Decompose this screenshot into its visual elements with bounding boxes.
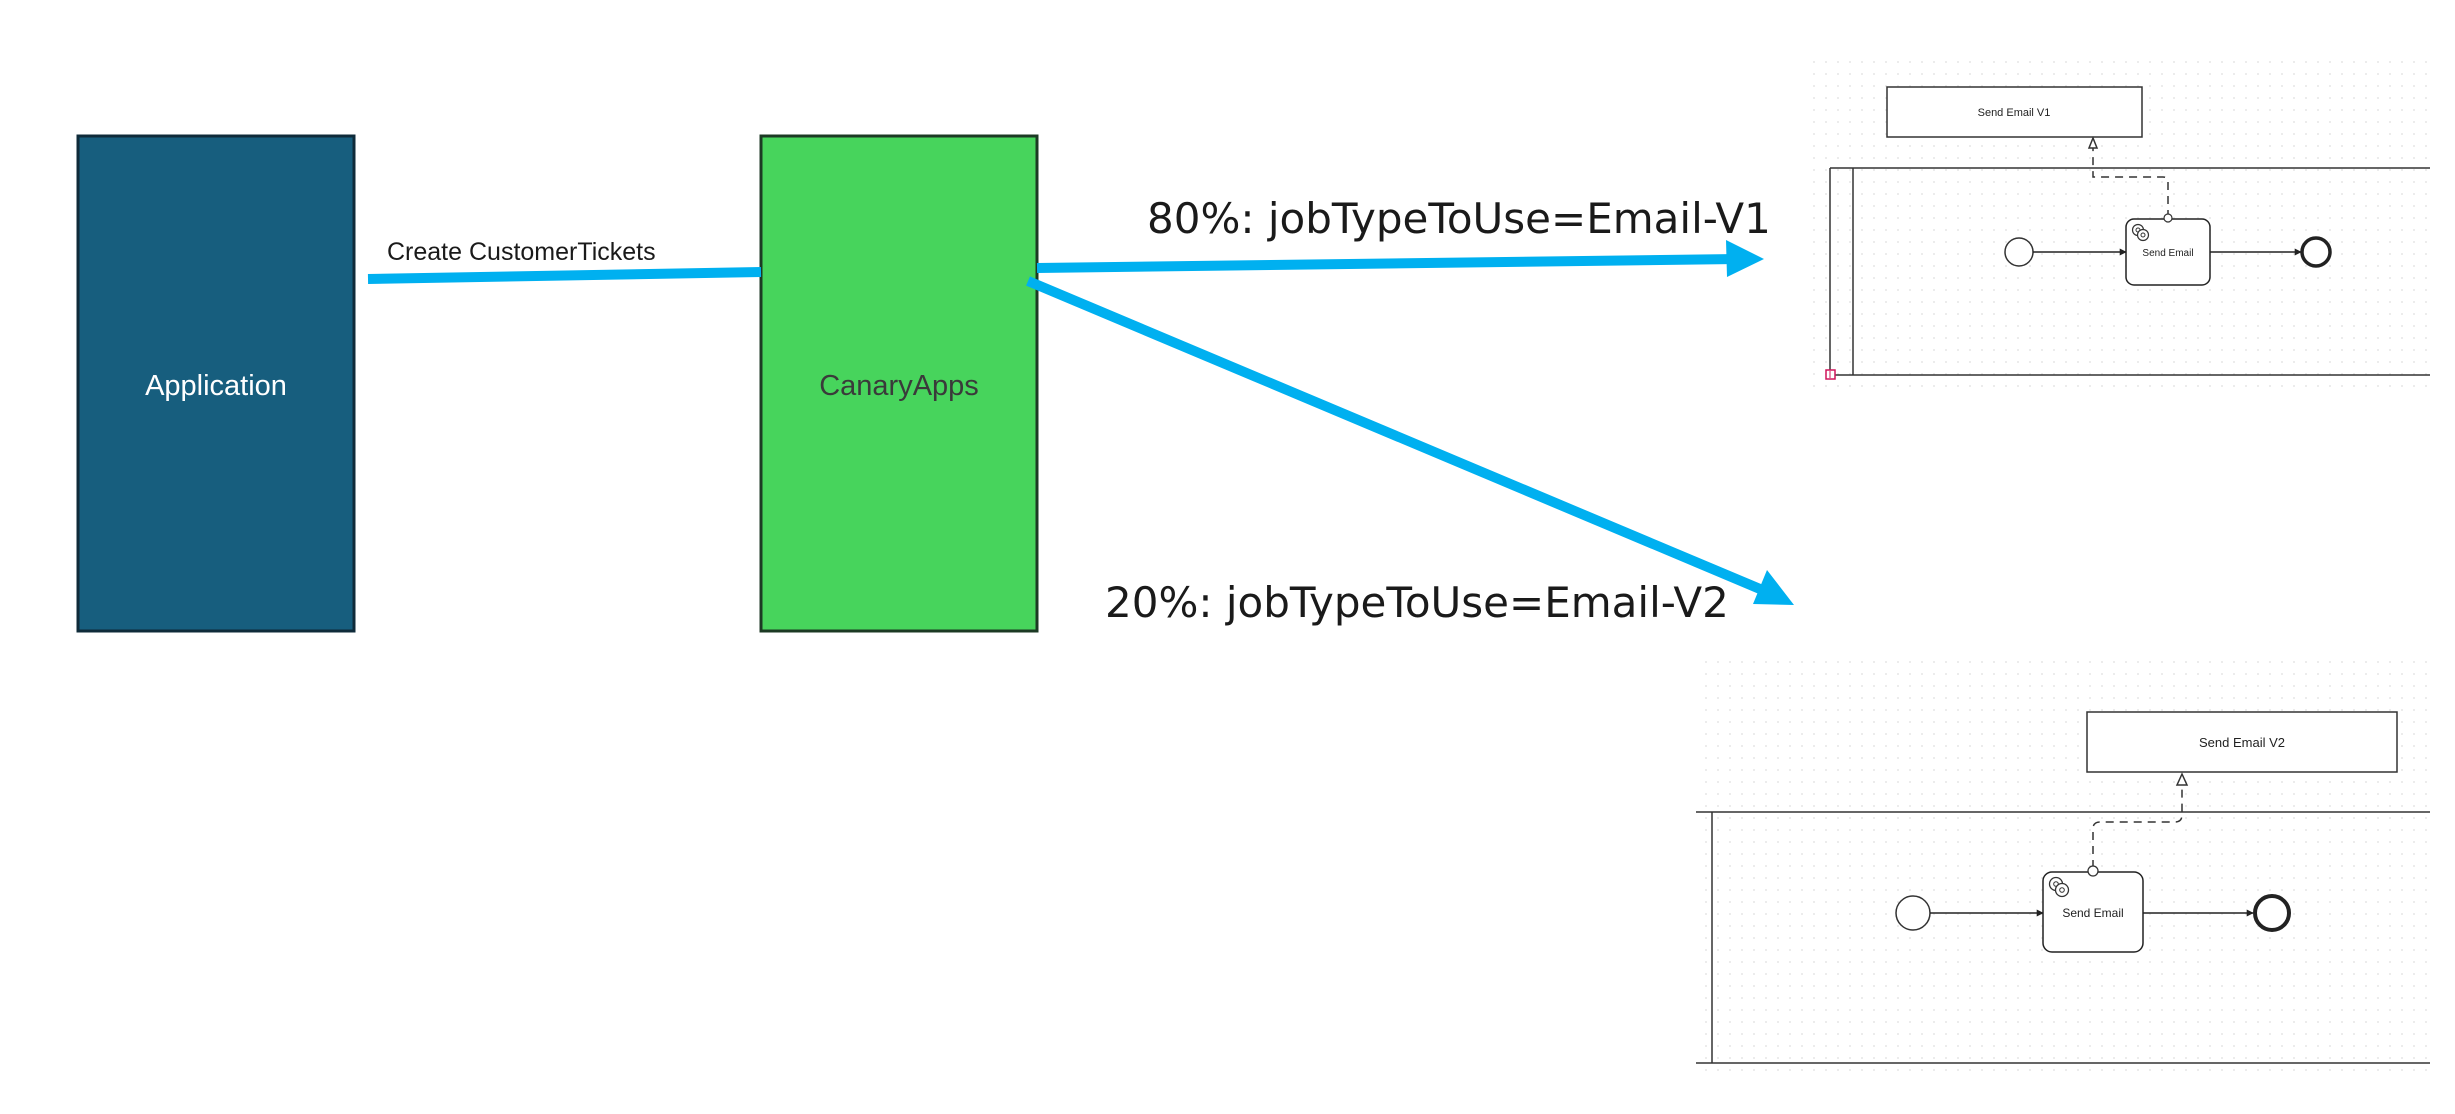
canary-node[interactable]: CanaryApps: [759, 134, 1039, 633]
process-v1-association: [2092, 145, 2169, 218]
process-v2-start-event[interactable]: [1895, 895, 1931, 931]
edge-route-v2-line: [1026, 276, 1762, 594]
edge-route-v1-line: [1036, 254, 1739, 273]
process-v1-anchor-handle[interactable]: [1825, 369, 1836, 380]
gear-icon: [2131, 223, 2150, 242]
process-v1-annotation-label: Send Email V1: [1978, 107, 2051, 119]
process-v2-association: [2092, 782, 2183, 868]
process-v1-annotation[interactable]: Send Email V1: [1886, 86, 2143, 138]
application-label: Application: [145, 370, 287, 402]
process-v2-annotation-box: [2086, 711, 2398, 773]
process-v1-task-label: Send Email: [2142, 248, 2193, 259]
process-v2-annotation[interactable]: Send Email V2: [2086, 711, 2398, 773]
canary-box: [759, 134, 1039, 633]
edge-route-v1-label: 80%: jobTypeToUse=Email-V1: [1147, 194, 1771, 243]
process-v1: Send Email V1 Send Email: [1825, 86, 2430, 380]
edge-route-v2-label: 20%: jobTypeToUse=Email-V2: [1105, 578, 1729, 627]
process-v2-task-label: Send Email: [2062, 906, 2123, 920]
edge-create-tickets-line: [367, 267, 762, 284]
application-node[interactable]: Application: [76, 134, 356, 633]
edge-route-v2[interactable]: 20%: jobTypeToUse=Email-V2: [1026, 276, 1794, 627]
application-box: [76, 134, 356, 633]
process-v2: Send Email V2 Send Email: [1696, 711, 2430, 1064]
process-v1-start-event[interactable]: [2004, 237, 2034, 267]
process-v2-task-connector: [2087, 865, 2099, 877]
edge-create-tickets[interactable]: Create CustomerTickets: [367, 238, 762, 284]
gear-icon: [2048, 876, 2070, 898]
process-v1-end-event[interactable]: [2300, 236, 2332, 268]
edge-route-v2-arrowhead: [1753, 570, 1794, 605]
canary-label: CanaryApps: [819, 370, 979, 402]
process-v2-task[interactable]: Send Email: [2042, 865, 2144, 953]
process-v1-annotation-box: [1886, 86, 2143, 138]
process-v1-task-connector: [2163, 213, 2173, 223]
process-v1-task[interactable]: Send Email: [2125, 213, 2211, 286]
edge-create-tickets-label: Create CustomerTickets: [387, 238, 656, 266]
edge-route-v1[interactable]: 80%: jobTypeToUse=Email-V1: [1036, 194, 1771, 277]
process-v2-association-arrow: [2175, 772, 2189, 786]
process-v2-end-event[interactable]: [2253, 894, 2291, 932]
process-v2-annotation-label: Send Email V2: [2199, 735, 2285, 750]
process-v1-association-arrow: [2087, 135, 2099, 149]
edge-route-v1-arrowhead: [1726, 240, 1764, 277]
